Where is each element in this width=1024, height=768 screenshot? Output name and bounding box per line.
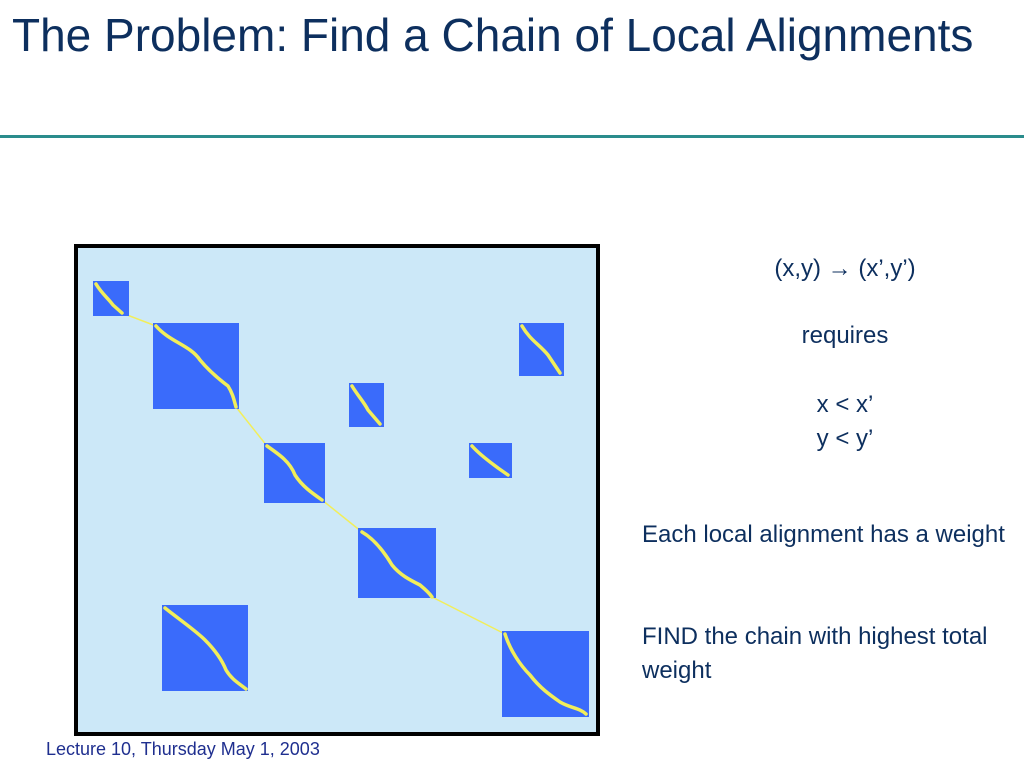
local-alignment-block	[162, 605, 248, 691]
transition-text: (x,y) → (x’,y’)	[774, 255, 916, 282]
local-alignment-blocks	[93, 281, 589, 717]
alignment-path	[350, 384, 382, 426]
alignment-path	[265, 444, 324, 502]
alignment-matrix-diagram	[74, 244, 600, 736]
requires-label: requires	[801, 322, 889, 349]
note-weight: Each local alignment has a weight	[642, 521, 1005, 548]
alignment-path	[360, 530, 434, 599]
constraint-x: x < x’	[816, 391, 874, 418]
local-alignment-block	[502, 631, 589, 717]
alignment-path	[470, 444, 510, 477]
alignment-path	[94, 282, 124, 315]
constraint-y: y < y’	[816, 425, 874, 452]
chain-link	[321, 499, 363, 533]
title-divider	[0, 135, 1024, 138]
slide-footer: Lecture 10, Thursday May 1, 2003	[46, 739, 320, 759]
alignment-path	[503, 632, 588, 716]
note-find-chain: FIND the chain with highest total weight	[642, 623, 988, 684]
alignment-path	[163, 606, 248, 691]
requires-label-block: requires	[745, 319, 945, 353]
chain-link	[235, 406, 268, 447]
alignment-path	[154, 324, 238, 409]
slide-title: The Problem: Find a Chain of Local Align…	[12, 9, 974, 61]
transition-expression: (x,y) → (x’,y’)	[745, 252, 945, 286]
chain-link	[431, 596, 506, 635]
constraint-list: x < x’ y < y’	[745, 388, 945, 456]
alignment-path	[520, 324, 562, 375]
alignment-paths	[94, 282, 588, 716]
